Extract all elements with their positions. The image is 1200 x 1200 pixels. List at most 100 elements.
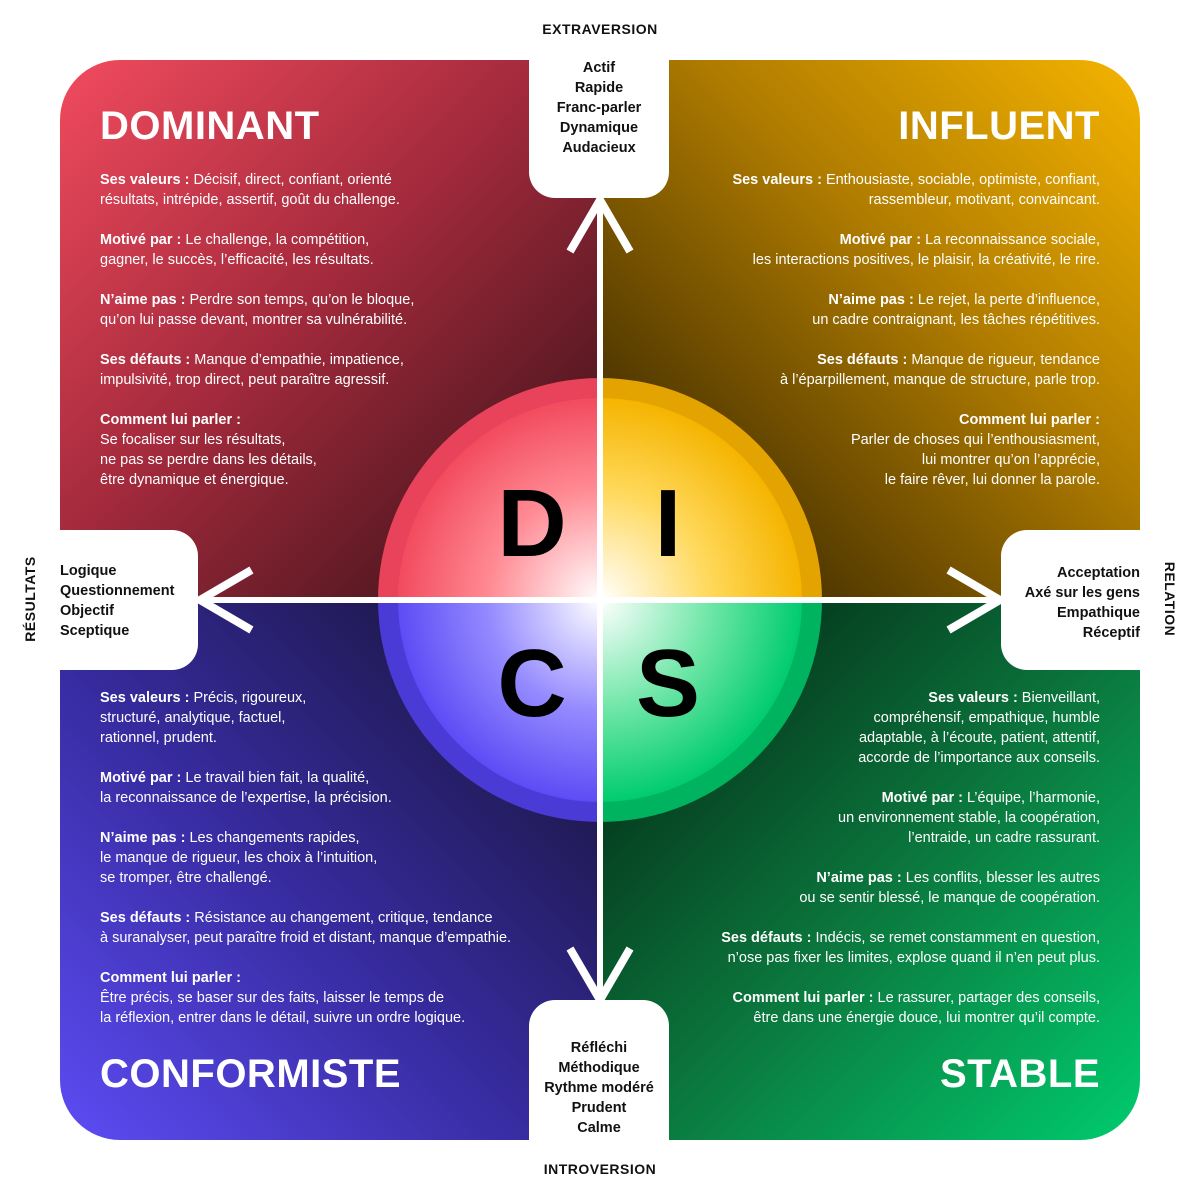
section-text: adaptable, à l’écoute, patient, attentif… xyxy=(858,730,1100,746)
section-label: Comment lui parler : xyxy=(959,412,1100,428)
section-text: les interactions positives, le plaisir, … xyxy=(752,252,1100,268)
axis-label-introversion: INTROVERSION xyxy=(543,1161,657,1177)
section-text: Être précis, se baser sur des faits, lai… xyxy=(100,990,445,1006)
section-dominant: Ses valeurs : Décisif, direct, confiant,… xyxy=(100,170,414,210)
section-line: Ses valeurs : Bienveillant, xyxy=(721,688,1100,708)
arrow-head-right xyxy=(946,566,1008,634)
section-line: Comment lui parler : xyxy=(100,410,414,430)
section-line: se tromper, être challengé. xyxy=(100,868,511,888)
section-line: Motivé par : Le challenge, la compétitio… xyxy=(100,230,414,250)
section-text: Enthousiaste, sociable, optimiste, confi… xyxy=(821,172,1100,188)
section-line: résultats, intrépide, assertif, goût du … xyxy=(100,190,414,210)
section-line: Parler de choses qui l’enthousiasment, xyxy=(732,430,1100,450)
section-dominant: N’aime pas : Perdre son temps, qu’on le … xyxy=(100,290,414,330)
section-label: Ses valeurs : xyxy=(100,690,190,706)
section-text: l’entraide, un cadre rassurant. xyxy=(908,830,1100,846)
section-text: impulsivité, trop direct, peut paraître … xyxy=(100,372,390,388)
quadrant-title-dominant: DOMINANT xyxy=(100,104,320,148)
section-text: compréhensif, empathique, humble xyxy=(873,710,1101,726)
section-text: ou se sentir blessé, le manque de coopér… xyxy=(799,890,1100,906)
section-stable: Ses valeurs : Bienveillant, compréhensif,… xyxy=(721,688,1100,768)
section-text: Décisif, direct, confiant, orienté xyxy=(189,172,392,188)
section-text: être dans une énergie douce, lui montrer… xyxy=(753,1010,1100,1026)
section-text: à suranalyser, peut paraître froid et di… xyxy=(100,930,512,946)
trait-item: Calme xyxy=(577,1120,621,1136)
section-line: n’ose pas fixer les limites, explose qua… xyxy=(721,948,1100,968)
section-text: Les conflits, blesser les autres xyxy=(901,870,1100,886)
section-conformiste: Ses défauts : Résistance au changement, … xyxy=(100,908,511,948)
quadrant-title-influent: INFLUENT xyxy=(898,104,1100,148)
section-line: gagner, le succès, l’efficacité, les rés… xyxy=(100,250,414,270)
section-text: Perdre son temps, qu’on le bloque, xyxy=(185,292,415,308)
section-text: Les changements rapides, xyxy=(185,830,360,846)
trait-item: Sceptique xyxy=(60,623,130,639)
section-line: Motivé par : Le travail bien fait, la qu… xyxy=(100,768,511,788)
section-label: Ses défauts : xyxy=(817,352,908,368)
section-text: Parler de choses qui l’enthousiasment, xyxy=(850,432,1100,448)
section-line: compréhensif, empathique, humble xyxy=(721,708,1101,728)
section-label: Motivé par : xyxy=(100,770,182,786)
section-label: Ses valeurs : xyxy=(732,172,822,188)
section-line: accorde de l’importance aux conseils. xyxy=(721,748,1100,768)
disc-segment-i xyxy=(600,398,802,600)
section-label: Ses valeurs : xyxy=(100,172,190,188)
quadrant-text-conformiste: Ses valeurs : Précis, rigoureux, structur… xyxy=(100,688,511,1048)
section-line: la réflexion, entrer dans le détail, sui… xyxy=(100,1008,511,1028)
section-line: un environnement stable, la coopération, xyxy=(721,808,1100,828)
section-text: un cadre contraignant, les tâches répéti… xyxy=(812,312,1100,328)
section-line: Ses défauts : Résistance au changement, … xyxy=(100,908,511,928)
trait-item: Axé sur les gens xyxy=(1024,585,1140,601)
section-text: accorde de l’importance aux conseils. xyxy=(858,750,1100,766)
section-line: rassembleur, motivant, convaincant. xyxy=(732,190,1100,210)
section-influent: Ses défauts : Manque de rigueur, tendanc… xyxy=(732,350,1100,390)
section-text: L’équipe, l’harmonie, xyxy=(962,790,1100,806)
section-line: Motivé par : L’équipe, l’harmonie, xyxy=(721,788,1100,808)
section-line: Se focaliser sur les résultats, xyxy=(100,430,414,450)
section-label: N’aime pas : xyxy=(100,292,186,308)
section-line: Ses valeurs : Décisif, direct, confiant,… xyxy=(100,170,414,190)
section-text: Le challenge, la compétition, xyxy=(181,232,370,248)
section-dominant: Comment lui parler : Se focaliser sur les… xyxy=(100,410,414,490)
section-text: gagner, le succès, l’efficacité, les rés… xyxy=(100,252,374,268)
section-line: la reconnaissance de l’expertise, la pré… xyxy=(100,788,511,808)
section-line: ou se sentir blessé, le manque de coopér… xyxy=(721,888,1100,908)
section-text: Se focaliser sur les résultats, xyxy=(100,432,286,448)
section-dominant: Ses défauts : Manque d’empathie, impatie… xyxy=(100,350,414,390)
trait-item: Rythme modéré xyxy=(544,1080,654,1096)
section-label: Ses défauts : xyxy=(100,352,191,368)
section-text: la reconnaissance de l’expertise, la pré… xyxy=(100,790,392,806)
section-text: le manque de rigueur, les choix à l’intu… xyxy=(100,850,378,866)
section-text: se tromper, être challengé. xyxy=(100,870,272,886)
arrow-head-left xyxy=(192,566,254,634)
section-line: Être précis, se baser sur des faits, lai… xyxy=(100,988,511,1008)
section-stable: Motivé par : L’équipe, l’harmonie,un env… xyxy=(721,788,1100,848)
section-text: La reconnaissance sociale, xyxy=(921,232,1100,248)
section-stable: Comment lui parler : Le rassurer, partag… xyxy=(721,988,1100,1028)
trait-item: Objectif xyxy=(60,603,114,619)
section-line: le manque de rigueur, les choix à l’intu… xyxy=(100,848,511,868)
section-text: rationnel, prudent. xyxy=(100,730,217,746)
section-text: n’ose pas fixer les limites, explose qua… xyxy=(727,950,1100,966)
section-text: Précis, rigoureux, xyxy=(189,690,307,706)
section-label: N’aime pas : xyxy=(816,870,902,886)
letter-i: I xyxy=(655,470,682,577)
section-line: un cadre contraignant, les tâches répéti… xyxy=(732,310,1100,330)
trait-item: Audacieux xyxy=(562,140,636,156)
section-line: être dans une énergie douce, lui montrer… xyxy=(721,1008,1100,1028)
disc-segment-s xyxy=(600,600,802,802)
section-conformiste: N’aime pas : Les changements rapides, le … xyxy=(100,828,511,888)
section-text: Manque de rigueur, tendance xyxy=(907,352,1100,368)
section-line: N’aime pas : Les changements rapides, xyxy=(100,828,511,848)
section-label: Comment lui parler : xyxy=(732,990,874,1006)
section-label: Motivé par : xyxy=(100,232,182,248)
section-line: structuré, analytique, factuel, xyxy=(100,708,511,728)
quadrant-text-influent: Ses valeurs : Enthousiaste, sociable, op… xyxy=(732,170,1100,510)
section-line: Comment lui parler : Le rassurer, partag… xyxy=(721,988,1100,1008)
section-label: Comment lui parler : xyxy=(100,970,241,986)
section-text: ne pas se perdre dans les détails, xyxy=(100,452,317,468)
section-line: les interactions positives, le plaisir, … xyxy=(732,250,1100,270)
section-text: Résistance au changement, critique, tend… xyxy=(190,910,493,926)
section-text: Indécis, se remet constamment en questio… xyxy=(811,930,1100,946)
